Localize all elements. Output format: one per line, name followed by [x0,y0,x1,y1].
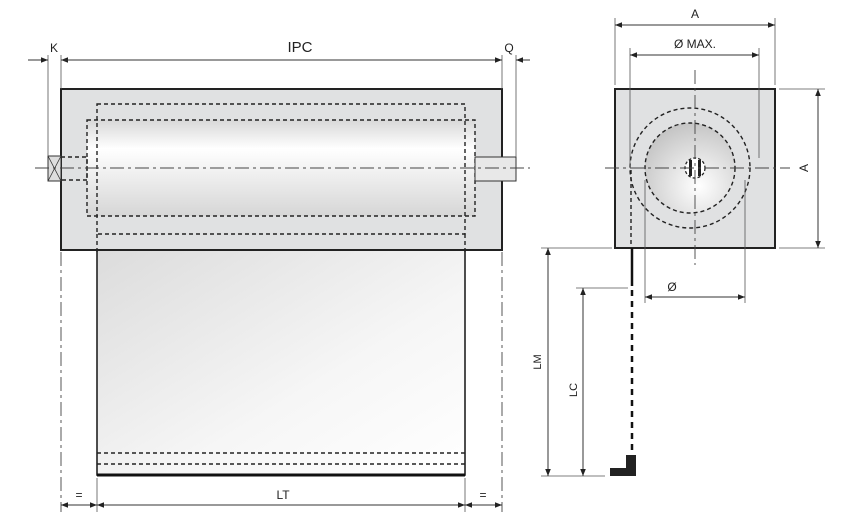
front-view: IPC K Q = LT = [28,39,530,512]
q-label: Q [504,41,513,55]
a-top-label: A [691,7,699,21]
k-label: K [50,41,58,55]
lt-label: LT [276,488,290,502]
dia-max-label: Ø MAX. [674,37,716,51]
curtain [96,249,466,476]
equal-left-label: = [75,488,82,502]
housing-inner-dashed [96,103,466,235]
right-axle [474,156,517,182]
a-right-label: A [797,164,811,172]
bottom-bar-profile [610,455,636,476]
equal-right-label: = [479,488,486,502]
side-view: A Ø MAX. A Ø LM LC [532,7,825,477]
lc-label: LC [568,383,580,397]
left-axle-end [47,155,62,182]
ipc-label: IPC [287,39,312,56]
dia-label: Ø [667,280,676,294]
lm-label: LM [532,354,544,369]
